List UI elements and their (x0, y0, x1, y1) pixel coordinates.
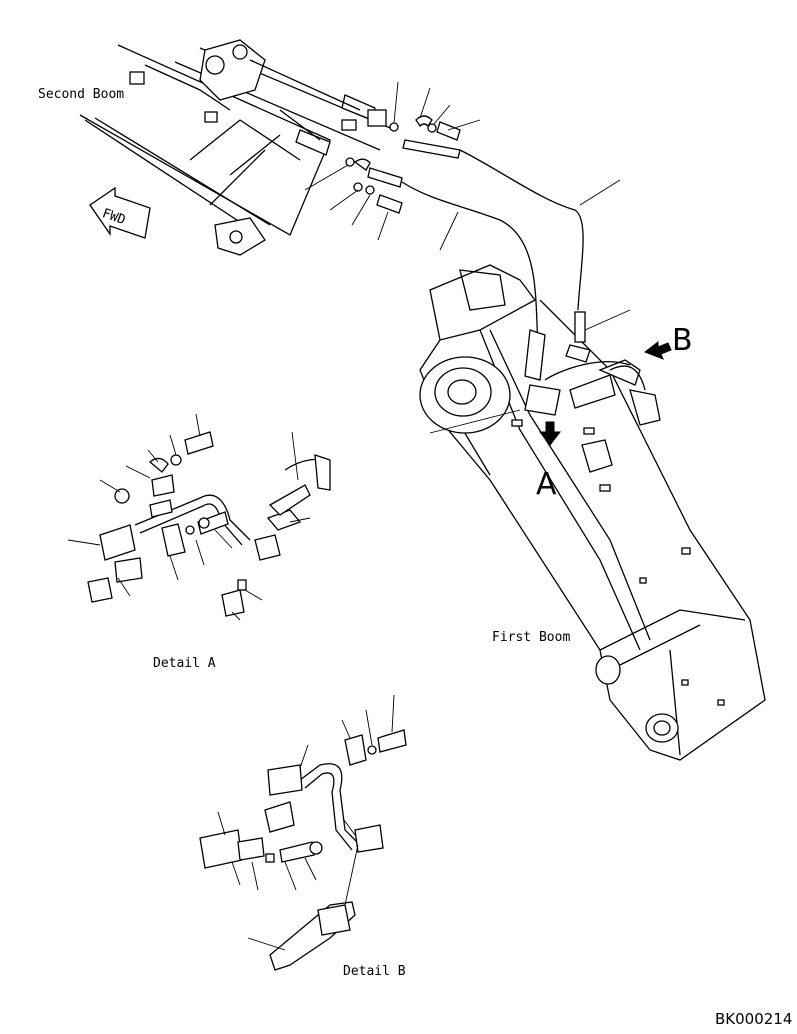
fwd-arrow-icon: FWD (89, 186, 151, 239)
view-label-a: A (536, 467, 557, 502)
view-arrow-icon (643, 340, 672, 360)
second-boom-drawing (79, 39, 396, 256)
detail-a-drawing (67, 413, 331, 621)
drawing-code: BK000214 (715, 1010, 792, 1028)
first-boom-drawing (419, 264, 766, 761)
detail-b-label: Detail B (343, 964, 406, 979)
view-arrow-icon (538, 421, 562, 446)
second-boom-label: Second Boom (38, 87, 124, 102)
first-boom-label: First Boom (492, 630, 570, 645)
second-boom-hardware (304, 81, 481, 241)
detail-b-drawing (199, 694, 407, 971)
view-label-b: B (672, 323, 693, 358)
detail-a-label: Detail A (153, 656, 216, 671)
hose-lines (401, 149, 621, 346)
